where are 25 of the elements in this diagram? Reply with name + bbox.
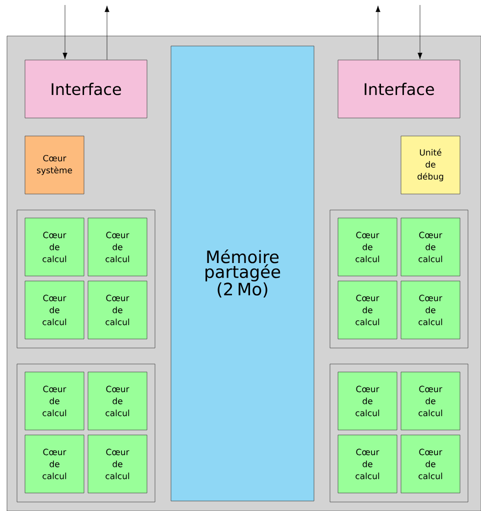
core-box: Cœur de calcul [400,218,460,276]
core-box: Cœur de calcul [88,434,148,494]
core-box: Cœur de calcul [338,280,398,340]
arrow [62,4,68,60]
core-box: Cœur de calcul [400,280,460,340]
arrow [376,6,380,60]
core-box: Cœur de calcul [88,280,148,340]
core-box: Cœur de calcul [88,372,148,430]
debug-unit-box: Unité de débug [400,136,460,194]
arrow [418,4,422,60]
core-box: Cœur de calcul [24,218,84,276]
memory-block: Mémoire partagée (2 Mo) [170,46,314,502]
arrow [104,6,110,60]
core-box: Cœur de calcul [88,218,148,276]
core-box: Cœur de calcul [24,434,84,494]
core-box: Cœur de calcul [400,372,460,430]
core-box: Cœur de calcul [24,372,84,430]
core-box: Cœur de calcul [338,372,398,430]
core-box: Cœur de calcul [400,434,460,494]
interface-box: Interface [338,60,460,118]
core-box: Cœur de calcul [338,434,398,494]
core-box: Cœur de calcul [338,218,398,276]
system-core-box: Cœur système [24,136,84,194]
core-box: Cœur de calcul [24,280,84,340]
interface-box: Interface [24,60,148,118]
